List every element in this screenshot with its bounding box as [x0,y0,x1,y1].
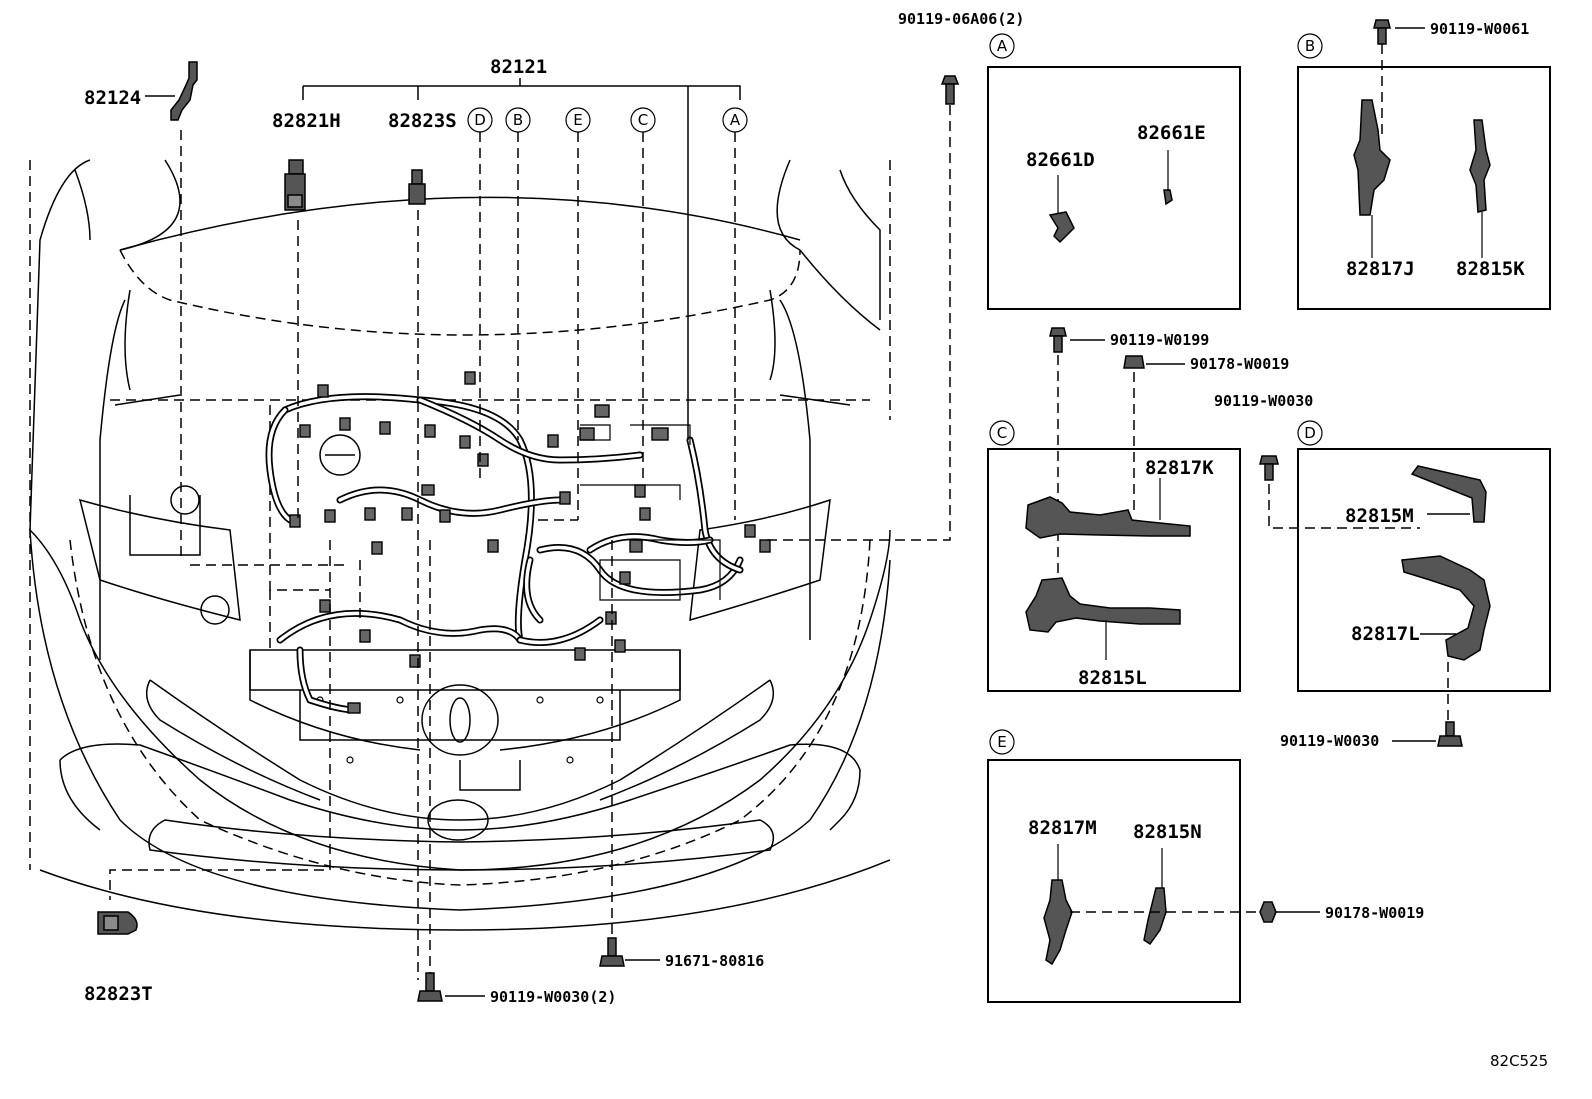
label-bolt-90119-w0030-lower: 90119-W0030 [1280,732,1379,750]
svg-text:E: E [573,111,582,129]
bolt-90119-06a06-part [940,75,960,105]
callout-e: E [565,107,591,133]
label-bolt-90178-w0019-e: 90178-W0019 [1325,904,1424,922]
label-bolt-91671-80816: 91671-80816 [665,952,764,970]
label-82823t: 82823T [84,983,153,1005]
main-labels: 82121 82124 82821H 82823S 82823T 90119-0… [84,10,1024,1006]
connector-82823t-part [97,911,138,935]
svg-text:A: A [997,37,1008,55]
svg-text:E: E [997,733,1006,751]
label-82817j: 82817J [1346,258,1415,280]
callout-b: B [505,107,531,133]
label-82823s: 82823S [388,110,457,132]
label-82815m: 82815M [1345,505,1414,527]
svg-text:D: D [474,111,486,129]
callout-d: D [467,107,493,133]
connector-82821h-part [284,159,306,211]
label-82661d: 82661D [1026,149,1095,171]
engine-harness [190,371,771,714]
vehicle-outline [29,159,891,931]
main-parts [97,61,960,1002]
bolt-90119-w0030-part [417,972,443,1002]
detail-box-a: A 82661D 82661E [987,33,1241,310]
label-bolt-90119-06a06: 90119-06A06(2) [898,10,1024,28]
label-82815n: 82815N [1133,821,1202,843]
detail-box-e: E 82817M 82815N 90178-W0019 [987,729,1424,1003]
detail-box-c: C 90119-W0199 90178-W0019 82817K 82815L [987,327,1289,692]
figure-code: 82C525 [1490,1052,1548,1070]
svg-text:B: B [1305,37,1315,55]
label-bolt-90119-w0061: 90119-W0061 [1430,20,1529,38]
label-82661e: 82661E [1137,122,1206,144]
connector-82124-part [170,61,198,121]
callout-c: C [630,107,656,133]
label-bolt-90119-w0030-upper: 90119-W0030 [1214,392,1313,410]
callout-circles: D B E C A [467,107,748,133]
detail-box-b: B 90119-W0061 82817J 82815K [1297,19,1551,310]
svg-text:C: C [997,424,1007,442]
label-bolt-90178-w0019: 90178-W0019 [1190,355,1289,373]
label-bolt-90119-w0199: 90119-W0199 [1110,331,1209,349]
label-82817k: 82817K [1145,457,1214,479]
reference-lines [109,27,1425,997]
callout-a: A [722,107,748,133]
label-bolt-90119-w0030-2: 90119-W0030(2) [490,988,616,1006]
svg-text:A: A [730,111,741,129]
label-82121: 82121 [490,56,547,78]
label-82817m: 82817M [1028,817,1097,839]
label-82815k: 82815K [1456,258,1525,280]
label-82817l: 82817L [1351,623,1420,645]
connector-82823s-part [408,169,426,205]
svg-text:D: D [1304,424,1316,442]
label-82821h: 82821H [272,110,341,132]
label-82124: 82124 [84,87,141,109]
svg-text:B: B [513,111,523,129]
label-82815l: 82815L [1078,667,1147,689]
bolt-91671-80816-part [599,937,625,967]
svg-text:C: C [638,111,648,129]
detail-box-d: D 90119-W0030 82815M 82817L 90119-W0030 [1214,392,1551,750]
